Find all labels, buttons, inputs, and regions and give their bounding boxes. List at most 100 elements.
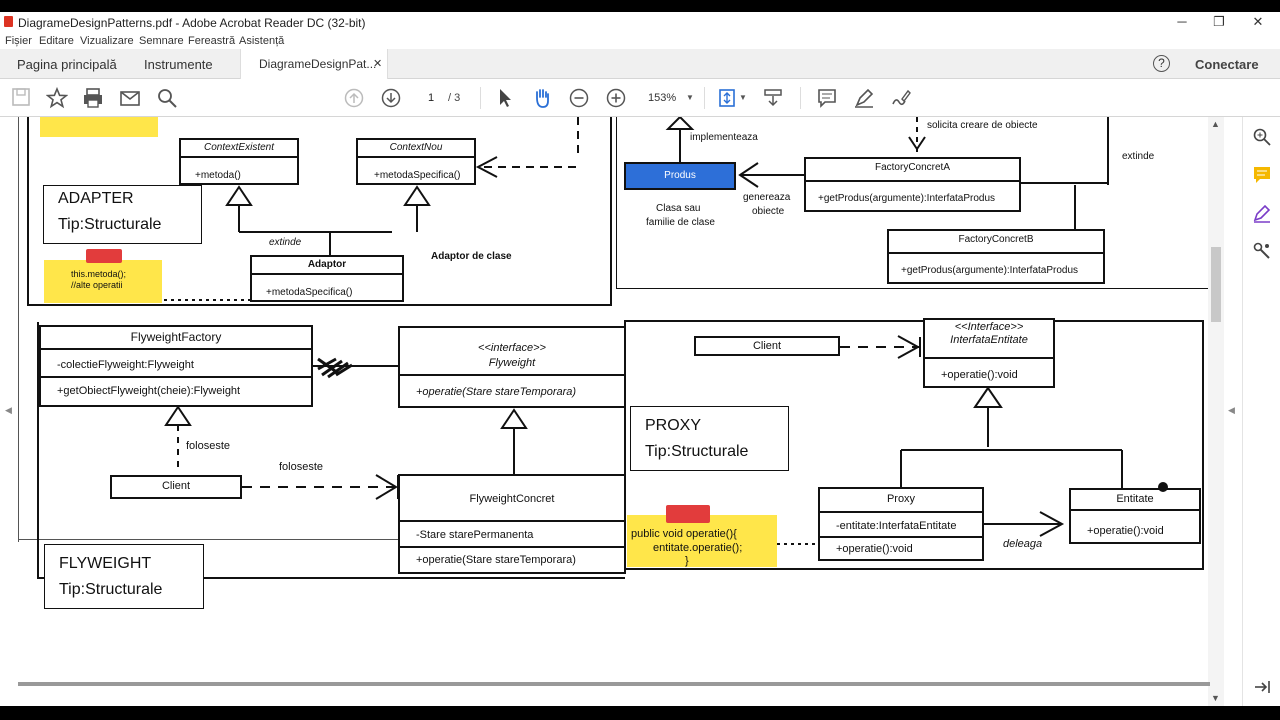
stereotype: <<Interface>> <box>954 321 1024 333</box>
tab-bar: Pagina principală Instrumente DiagrameDe… <box>0 49 1280 79</box>
horizontal-scrollbar[interactable] <box>18 682 1210 686</box>
menu-help[interactable]: Asistență <box>239 35 285 47</box>
highlight-icon[interactable] <box>853 87 875 109</box>
right-panel-toggle-icon[interactable]: ◀ <box>1228 405 1235 415</box>
flyweight-title: FLYWEIGHT <box>59 555 152 572</box>
interface-name: Flyweight <box>488 357 536 369</box>
interface-interfata-entitate: <<Interface>> InterfataEntitate +operati… <box>923 318 1055 388</box>
vertical-scrollbar[interactable]: ▲ ▼ <box>1208 117 1224 706</box>
class-context-nou: ContextNou +metodaSpecifica() <box>356 138 476 185</box>
scroll-mode-icon[interactable] <box>762 87 784 109</box>
extinde-label: extinde <box>1122 151 1155 162</box>
page-number-input[interactable]: 1 <box>427 92 435 104</box>
select-icon[interactable] <box>494 87 516 109</box>
flyweight-type: Tip:Structurale <box>59 581 163 598</box>
class-entitate: Entitate +operatie():void <box>1069 488 1201 544</box>
menu-file[interactable]: Fișier <box>5 35 32 47</box>
implementeaza-label: implementeaza <box>690 132 758 143</box>
factory-frame <box>616 117 1210 289</box>
menu-view[interactable]: Vizualizare <box>80 35 134 47</box>
method: +operatie():void <box>1087 525 1164 537</box>
menu-window[interactable]: Fereastră <box>188 35 236 47</box>
class-factory-concret-b: FactoryConcretB +getProdus(argumente):In… <box>887 229 1105 284</box>
divider <box>41 376 311 378</box>
fit-dropdown-chevron-icon[interactable]: ▼ <box>739 93 747 102</box>
divider <box>820 511 982 513</box>
diagram-connectors <box>164 117 1168 545</box>
sign-icon[interactable] <box>890 87 912 109</box>
class-proxy-client: Client <box>694 336 840 356</box>
mail-icon[interactable] <box>119 87 141 109</box>
collapse-panel-icon[interactable] <box>1252 677 1272 697</box>
hand-icon[interactable] <box>531 87 553 109</box>
divider <box>358 156 474 158</box>
page-total: / 3 <box>448 92 461 104</box>
document-view[interactable]: ContextExistent +metoda() ContextNou +me… <box>0 117 1228 706</box>
class-client: Client <box>110 475 242 499</box>
tab-document[interactable]: DiagrameDesignPat... ✕ <box>240 49 388 79</box>
save-icon[interactable] <box>10 87 32 109</box>
comment-tool-icon[interactable] <box>1252 165 1272 185</box>
foloseste-label: foloseste <box>186 440 231 452</box>
close-button[interactable]: ✕ <box>1252 14 1264 29</box>
note-line: this.metoda(); <box>71 269 127 279</box>
tab-tools[interactable]: Instrumente <box>144 57 213 72</box>
more-tools-icon[interactable] <box>1252 241 1272 261</box>
restore-button[interactable]: ❐ <box>1213 14 1225 29</box>
class-name: ContextNou <box>389 142 443 153</box>
comment-icon[interactable] <box>816 87 838 109</box>
toolbar-separator <box>800 87 801 109</box>
class-name: Proxy <box>886 493 916 505</box>
attribute: -Stare starePermanenta <box>416 529 534 541</box>
solicita-label: solicita creare de obiecte <box>927 120 1038 131</box>
method: +metodaSpecifica() <box>266 287 353 298</box>
adapter-sticky-note-top <box>40 117 158 137</box>
flyweight-frame <box>37 322 625 579</box>
minimize-button[interactable]: ─ <box>1177 14 1187 29</box>
tab-close-icon[interactable]: ✕ <box>373 58 383 70</box>
note-line: //alte operatii <box>71 280 123 290</box>
proxy-type: Tip:Structurale <box>645 443 749 460</box>
star-icon[interactable] <box>45 86 69 109</box>
print-icon[interactable] <box>82 87 104 109</box>
divider <box>400 520 624 522</box>
fit-page-icon[interactable] <box>716 87 738 109</box>
zoom-tool-icon[interactable] <box>1252 127 1272 147</box>
tab-home[interactable]: Pagina principală <box>17 57 117 72</box>
page-up-icon[interactable] <box>343 87 365 109</box>
code-line: } <box>685 555 689 567</box>
clasa-label: familie de clase <box>646 217 715 228</box>
class-name: ContextExistent <box>203 142 275 153</box>
adapter-frame <box>27 117 612 306</box>
page-down-icon[interactable] <box>380 87 402 109</box>
menu-sign[interactable]: Semnare <box>139 35 184 47</box>
scroll-down-icon[interactable]: ▼ <box>1211 693 1220 703</box>
class-name: Entitate <box>1116 493 1154 505</box>
proxy-sticky-note: public void operatie(){ entitate.operati… <box>627 515 777 567</box>
fill-sign-tool-icon[interactable] <box>1252 203 1272 223</box>
class-produs: Produs <box>624 162 736 190</box>
zoom-out-icon[interactable] <box>568 87 590 109</box>
toolbar-separator <box>480 87 481 109</box>
class-name: Adaptor <box>307 259 347 270</box>
class-flyweight-concret: FlyweightConcret -Stare starePermanenta … <box>398 474 626 574</box>
adapter-type: Tip:Structurale <box>58 216 162 233</box>
flyweight-title-box: FLYWEIGHT Tip:Structurale <box>44 544 204 609</box>
vertical-scroll-thumb[interactable] <box>1211 247 1221 322</box>
left-panel-toggle-icon[interactable]: ◀ <box>5 405 12 415</box>
menu-edit[interactable]: Editare <box>39 35 74 47</box>
adaptor-de-clase-label: Adaptor de clase <box>431 251 512 262</box>
help-icon[interactable]: ? <box>1153 55 1170 72</box>
stereotype: <<interface>> <box>478 342 546 354</box>
clasa-label: Clasa sau <box>656 203 701 214</box>
search-icon[interactable] <box>156 87 178 109</box>
connect-button[interactable]: Conectare <box>1195 57 1259 72</box>
method: +getProdus(argumente):InterfataProdus <box>901 265 1079 276</box>
screen-bottom-border <box>0 706 1280 720</box>
zoom-dropdown-chevron-icon[interactable]: ▼ <box>686 93 694 102</box>
scroll-up-icon[interactable]: ▲ <box>1211 119 1220 129</box>
divider <box>181 156 297 158</box>
zoom-level[interactable]: 153% <box>648 92 677 104</box>
zoom-in-icon[interactable] <box>605 87 627 109</box>
attribute: -colectieFlyweight:Flyweight <box>57 359 194 371</box>
